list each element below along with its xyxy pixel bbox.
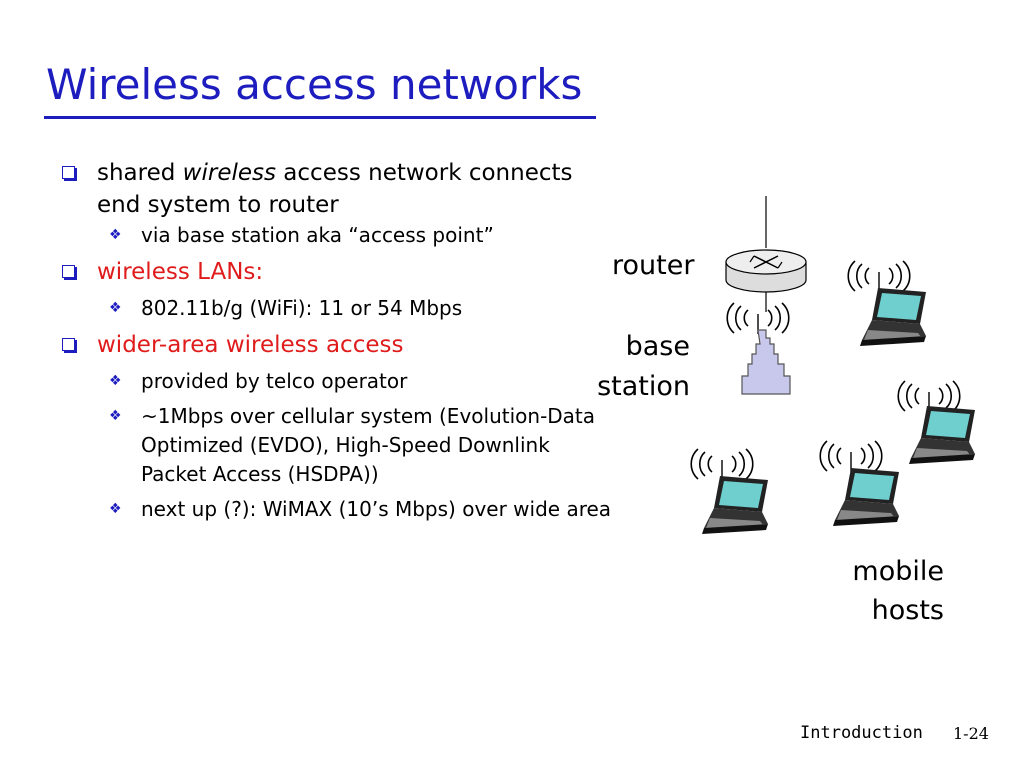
- bullet-text: wireless LANs:: [97, 259, 264, 285]
- square-bullet-icon: [62, 166, 75, 179]
- bullet-wireless-lans: wireless LANs:: [60, 256, 600, 288]
- laptop-icon: [847, 260, 926, 346]
- laptop-icon: [819, 440, 899, 526]
- bullet-shared-wireless: shared wireless access network connects …: [60, 157, 600, 221]
- subbullet-text: next up (?): WiMAX (10’s Mbps) over wide…: [141, 497, 612, 521]
- footer-page-number: 1-24: [953, 724, 989, 743]
- laptop-icon: [690, 448, 768, 534]
- subbullet-base-station: ❖ via base station aka “access point”: [105, 221, 616, 250]
- subbullet-text: provided by telco operator: [141, 369, 408, 393]
- diamond-bullet-icon: ❖: [109, 373, 122, 389]
- subbullet-cellular: ❖ ~1Mbps over cellular system (Evolution…: [105, 402, 616, 489]
- laptop-icon: [897, 380, 975, 464]
- diamond-bullet-icon: ❖: [109, 300, 122, 316]
- bullet-text: wider-area wireless access: [97, 332, 404, 358]
- subbullet-wifi: ❖ 802.11b/g (WiFi): 11 or 54 Mbps: [105, 294, 616, 323]
- router-icon: [725, 196, 807, 312]
- subbullet-text: 802.11b/g (WiFi): 11 or 54 Mbps: [141, 296, 463, 320]
- diamond-bullet-icon: ❖: [109, 408, 122, 424]
- station-label: station: [597, 371, 690, 402]
- square-bullet-icon: [62, 265, 75, 278]
- slide-title: Wireless access networks: [46, 60, 583, 109]
- title-underline: [44, 116, 596, 119]
- base-station-icon: [726, 302, 791, 395]
- bullet-wider-area: wider-area wireless access: [60, 329, 600, 361]
- bullet-list: shared wireless access network connects …: [60, 157, 611, 524]
- footer-section: Introduction: [800, 723, 923, 743]
- router-label: router: [612, 250, 695, 281]
- subbullet-text: ~1Mbps over cellular system (Evolution-D…: [141, 404, 596, 486]
- diamond-bullet-icon: ❖: [109, 501, 122, 517]
- base-label: base: [625, 331, 690, 362]
- bullet-text: shared wireless access network connects …: [97, 160, 573, 218]
- square-bullet-icon: [62, 338, 75, 351]
- hosts-label: hosts: [871, 595, 944, 626]
- mobile-label: mobile: [852, 556, 944, 587]
- diamond-bullet-icon: ❖: [109, 227, 122, 243]
- subbullet-wimax: ❖ next up (?): WiMAX (10’s Mbps) over wi…: [105, 495, 616, 524]
- subbullet-text: via base station aka “access point”: [141, 223, 494, 247]
- subbullet-telco: ❖ provided by telco operator: [105, 367, 616, 396]
